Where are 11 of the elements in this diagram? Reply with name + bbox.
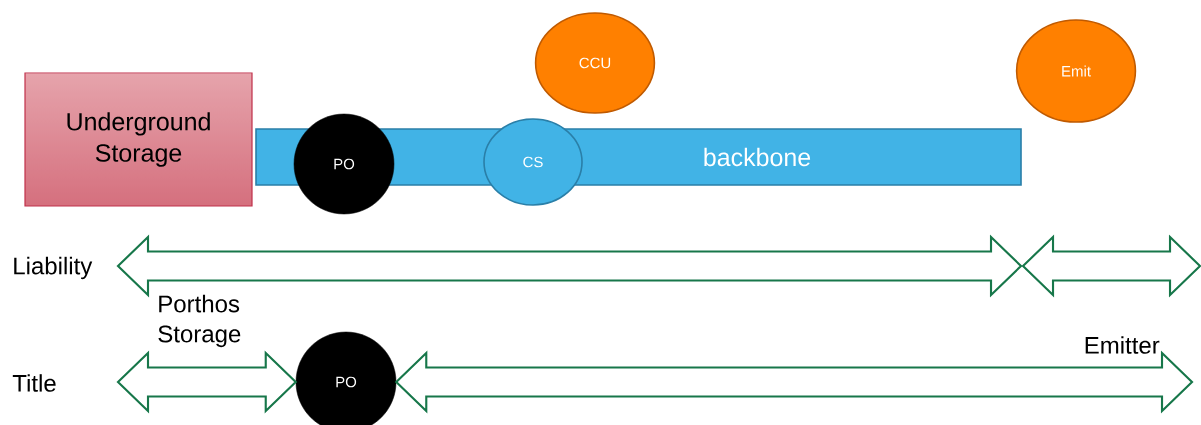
row-label: Liability xyxy=(14,256,93,280)
row-label: Title xyxy=(12,374,56,392)
circle-node: Emit xyxy=(1015,19,1137,123)
row-label: Porthos Storage xyxy=(158,294,241,348)
circle-node: PO xyxy=(293,113,395,215)
circle-node: PO xyxy=(295,331,397,425)
block-arrow xyxy=(116,350,298,414)
circle-node: CS xyxy=(483,118,583,206)
row-label: Emitter xyxy=(1085,336,1160,354)
storage-box: Underground Storage xyxy=(24,72,253,207)
circle-node: CCU xyxy=(534,12,656,114)
